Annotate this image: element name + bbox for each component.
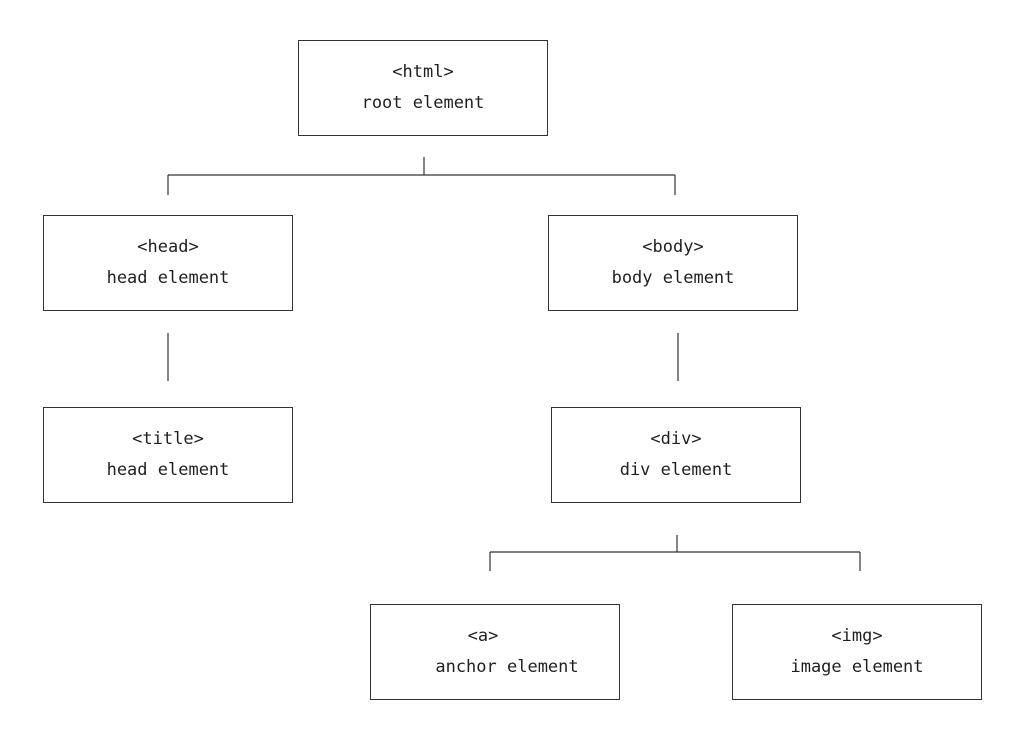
node-html-tag: <html> [392,62,454,82]
node-img-description: image element [790,657,924,677]
node-head: <head> head element [43,215,293,311]
node-div-description: div element [619,460,733,480]
node-title: <title> head element [43,407,293,503]
node-html-description: root element [361,93,485,113]
node-div: <div> div element [551,407,801,503]
node-body-description: body element [611,268,735,288]
node-a-description: anchor element [435,657,579,677]
node-img: <img> image element [732,604,982,700]
node-div-tag: <div> [650,429,702,449]
node-body: <body> body element [548,215,798,311]
node-head-description: head element [106,268,230,288]
node-a: <a> anchor element [370,604,620,700]
node-title-description: head element [106,460,230,480]
node-head-tag: <head> [137,237,199,257]
node-img-tag: <img> [831,626,883,646]
node-title-tag: <title> [132,429,204,449]
node-a-tag: <a> [467,626,499,646]
node-html: <html> root element [298,40,548,136]
node-body-tag: <body> [642,237,704,257]
